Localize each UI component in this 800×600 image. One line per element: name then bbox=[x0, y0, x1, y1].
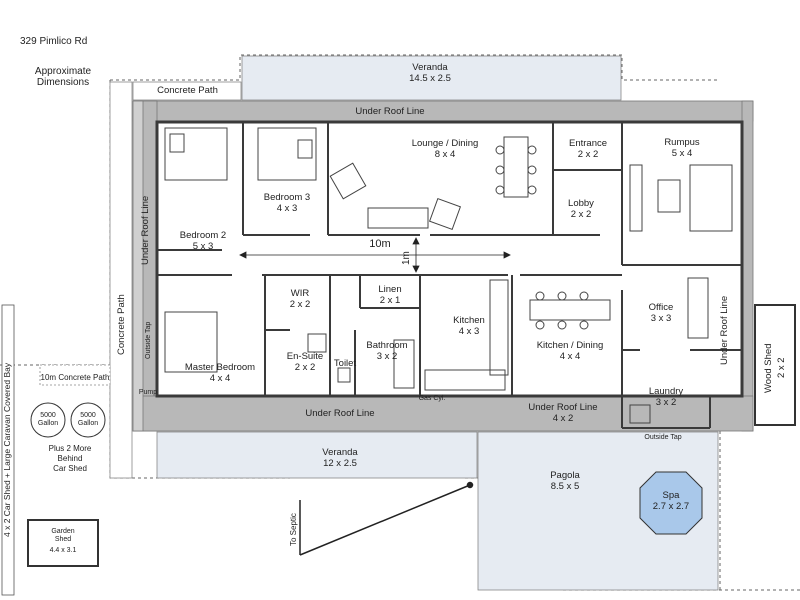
bedroom3-name: Bedroom 3 bbox=[263, 192, 311, 203]
kitchen-dining-name: Kitchen / Dining bbox=[536, 340, 604, 351]
bathroom-name: Bathroom bbox=[366, 340, 408, 351]
entrance-size: 2 x 2 bbox=[577, 149, 599, 160]
pump-label: Pump bbox=[138, 389, 158, 396]
veranda-bottom-name: Veranda bbox=[322, 447, 358, 458]
rumpus-name: Rumpus bbox=[664, 137, 700, 148]
concrete-path-left-label: Concrete Path bbox=[116, 294, 127, 356]
tanks-note: Plus 2 More Behind Car Shed bbox=[48, 444, 92, 473]
bedroom2-name: Bedroom 2 bbox=[179, 230, 227, 241]
garden-shed-name: Garden Shed bbox=[51, 528, 75, 543]
outer-walls bbox=[155, 120, 744, 398]
veranda-bottom-area bbox=[156, 431, 478, 479]
interior-walls bbox=[157, 122, 742, 429]
furniture bbox=[164, 127, 733, 424]
bedroom2-size: 5 x 3 bbox=[192, 241, 214, 252]
dim-10m-label: 10m bbox=[369, 238, 391, 250]
veranda-bottom-size: 12 x 2.5 bbox=[323, 458, 357, 469]
dimension-lines bbox=[239, 237, 511, 273]
linen-size: 2 x 1 bbox=[379, 295, 401, 306]
bathroom-size: 3 x 2 bbox=[376, 351, 398, 362]
under-roof-top-label: Under Roof Line bbox=[355, 106, 425, 117]
address-label: 329 Pimlico Rd bbox=[20, 36, 88, 47]
laundry-name: Laundry bbox=[648, 386, 684, 397]
concrete-path-top-area bbox=[132, 81, 242, 101]
kitchen-name: Kitchen bbox=[453, 315, 485, 326]
car-shed-label: 4 x 2 Car Shed + Large Caravan Covered B… bbox=[2, 362, 12, 538]
under-roof-bottom-right-size: 4 x 2 bbox=[552, 413, 574, 424]
pagola-size: 8.5 x 5 bbox=[550, 481, 580, 492]
tank-1-label: 5000 Gallon bbox=[37, 412, 59, 427]
tank-2-shape bbox=[70, 402, 106, 438]
veranda-top-area bbox=[241, 55, 622, 101]
spa-shape bbox=[639, 471, 703, 535]
dimensions-note: Approximate Dimensions bbox=[34, 66, 92, 88]
wood-shed-name: Wood Shed bbox=[763, 343, 774, 393]
veranda-top-size: 14.5 x 2.5 bbox=[409, 73, 451, 84]
house-interior bbox=[157, 122, 742, 396]
wir-size: 2 x 2 bbox=[289, 299, 311, 310]
wood-shed-area bbox=[754, 304, 796, 426]
spa-name: Spa bbox=[662, 490, 680, 501]
pagola-name: Pagola bbox=[550, 470, 580, 481]
lobby-size: 2 x 2 bbox=[570, 209, 592, 220]
office-size: 3 x 3 bbox=[650, 313, 672, 324]
concrete-path-10m-label: 10m Concrete Path bbox=[40, 373, 110, 382]
dim-1m-label: 1m bbox=[401, 251, 412, 265]
tank-2-label: 5000 Gallon bbox=[77, 412, 99, 427]
master-size: 4 x 4 bbox=[209, 373, 231, 384]
lounge-name: Lounge / Dining bbox=[411, 138, 479, 149]
office-name: Office bbox=[648, 302, 674, 313]
linen-name: Linen bbox=[378, 284, 402, 295]
septic-line bbox=[299, 481, 474, 556]
under-roof-left-label: Under Roof Line bbox=[140, 195, 151, 265]
to-septic-label: To Septic bbox=[289, 513, 298, 547]
tank-1-shape bbox=[30, 402, 66, 438]
spa-size: 2.7 x 2.7 bbox=[652, 501, 690, 512]
under-roof-right-label: Under Roof Line bbox=[719, 295, 730, 365]
veranda-top-name: Veranda bbox=[412, 62, 448, 73]
wir-name: WIR bbox=[290, 288, 310, 299]
gas-cyl-label: Gas Cyl. bbox=[418, 395, 446, 402]
garden-shed-size: 4.4 x 3.1 bbox=[49, 547, 77, 554]
car-shed-area bbox=[1, 304, 15, 596]
under-roof-bottom-label: Under Roof Line bbox=[305, 408, 375, 419]
toilet-label: Toilet bbox=[333, 358, 357, 369]
ensuite-size: 2 x 2 bbox=[294, 362, 316, 373]
outside-tap-left-label: Outside Tap bbox=[145, 321, 152, 359]
rumpus-size: 5 x 4 bbox=[671, 148, 693, 159]
outside-tap-right-label: Outside Tap bbox=[644, 434, 682, 441]
kitchen-dining-size: 4 x 4 bbox=[559, 351, 581, 362]
laundry-size: 3 x 2 bbox=[655, 397, 677, 408]
concrete-path-top-label: Concrete Path bbox=[157, 85, 218, 96]
master-name: Master Bedroom bbox=[184, 362, 256, 373]
garden-shed-area bbox=[27, 519, 99, 567]
bedroom3-size: 4 x 3 bbox=[276, 203, 298, 214]
kitchen-size: 4 x 3 bbox=[458, 326, 480, 337]
concrete-path-10m-area bbox=[39, 364, 111, 386]
lounge-size: 8 x 4 bbox=[434, 149, 456, 160]
entrance-name: Entrance bbox=[568, 138, 608, 149]
ensuite-name: En-Suite bbox=[286, 351, 324, 362]
lobby-name: Lobby bbox=[568, 198, 594, 209]
wood-shed-size: 2 x 2 bbox=[776, 357, 787, 379]
under-roof-bottom-right-name: Under Roof Line bbox=[528, 402, 598, 413]
concrete-path-left-area bbox=[109, 81, 133, 479]
